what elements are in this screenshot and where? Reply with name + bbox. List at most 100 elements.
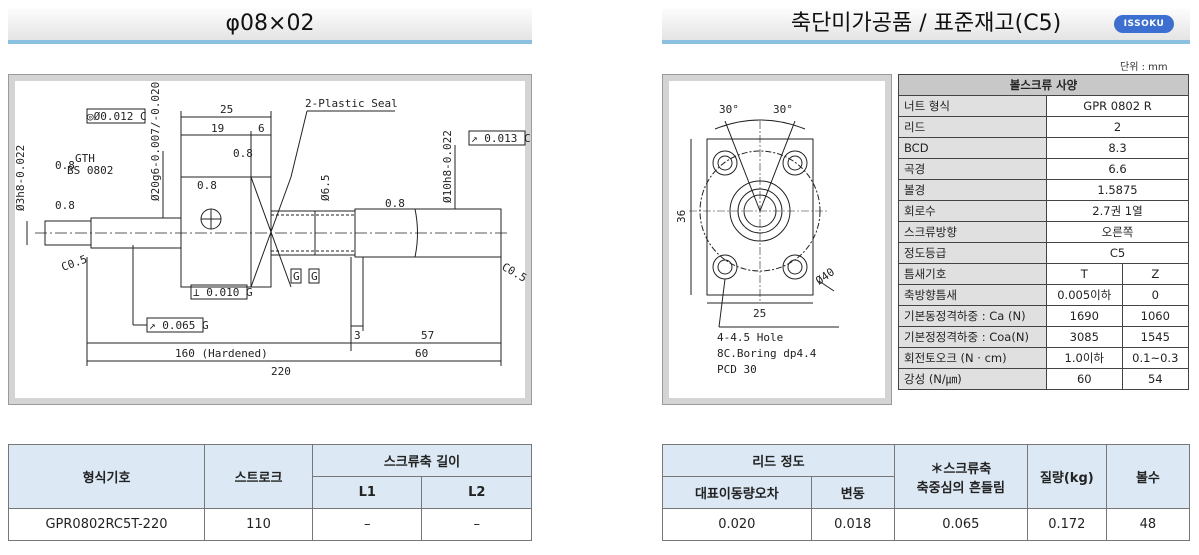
- issoku-logo: ISSOKU: [1114, 15, 1174, 33]
- header-screw-length: 스크류축 길이: [312, 444, 532, 477]
- cell-variation: 0.018: [810, 508, 895, 541]
- c05-right: C0.5: [500, 260, 529, 285]
- c05-left: C0.5: [60, 253, 89, 274]
- roughness-2: 0.8: [197, 179, 217, 192]
- header-model: 형식기호: [8, 444, 205, 509]
- cell-l1: –: [311, 508, 423, 541]
- spec-value-v1: 1690: [1046, 305, 1123, 327]
- spec-key: 회로수: [898, 200, 1047, 222]
- dim-160: 160 (Hardened): [175, 347, 268, 360]
- dim-220: 220: [271, 365, 291, 378]
- spec-value-v1: 1.0이하: [1046, 347, 1123, 369]
- spec-value: GPR 0802 R: [1046, 95, 1189, 117]
- spec-key: 기본동정격하중 : Ca (N): [898, 305, 1047, 327]
- cell-l2: –: [421, 508, 532, 541]
- dim-60: 60: [415, 347, 428, 360]
- roughness-4: 0.8: [385, 197, 405, 210]
- roughness-3: 0.8: [233, 147, 253, 160]
- spec-key: 곡경: [898, 158, 1047, 180]
- spec-key: 너트 형식: [898, 95, 1047, 117]
- roughness-5: 0.8: [55, 159, 75, 172]
- d20-label: Ø20g6-0.007/-0.020: [149, 82, 162, 201]
- spec-value-v1: T: [1046, 263, 1123, 285]
- spec-value-v1: 0.005이하: [1046, 284, 1123, 306]
- dim-25: 25: [220, 103, 233, 116]
- spec-key: BCD: [898, 137, 1047, 159]
- roughness-1: 0.8: [55, 199, 75, 212]
- dim-3: 3: [354, 329, 361, 342]
- spec-value: 오른쪽: [1046, 221, 1189, 243]
- dim-19: 19: [211, 122, 224, 135]
- header-variation: 변동: [810, 476, 895, 509]
- flange-drawing: 30° 30° 36 25 Ø40 4-4.5 Hole 8C.Boring d…: [675, 103, 839, 376]
- runout-label: ◎Ø0.012 C: [87, 110, 147, 123]
- spec-key: 틈새기호: [898, 263, 1047, 285]
- header-runout: ＊스크류축 축중심의 흔들림: [893, 444, 1028, 509]
- header-l1: L1: [311, 476, 423, 509]
- spec-value-v2: 1545: [1121, 326, 1190, 348]
- header-lead-accuracy: 리드 정도: [662, 444, 895, 477]
- spec-value: C5: [1046, 242, 1189, 264]
- dim-25: 25: [753, 307, 766, 320]
- angle-30-left: 30°: [719, 103, 739, 116]
- cell-mass: 0.172: [1026, 508, 1107, 541]
- right-header: 축단미가공품 / 표준재고(C5) ISSOKU: [662, 6, 1190, 44]
- g-label-2: G: [311, 270, 318, 283]
- unit-label: 단위 : mm: [1120, 62, 1168, 73]
- header-l2: L2: [421, 476, 532, 509]
- cell-stroke: 110: [204, 508, 313, 541]
- header-mass: 질량(kg): [1026, 444, 1107, 509]
- header-balls: 볼수: [1105, 444, 1191, 509]
- spec-title: 볼스크류 사양: [898, 74, 1189, 96]
- spec-value-v2: 54: [1121, 368, 1190, 390]
- spec-key: 강성 (N/㎛): [898, 368, 1047, 390]
- left-header: φ08×02: [8, 6, 532, 44]
- plastic-seal-label: 2-Plastic Seal: [305, 97, 398, 110]
- spec-key: 스크류방향: [898, 221, 1047, 243]
- g-label-1: G: [293, 270, 300, 283]
- boring-label: 8C.Boring dp4.4: [717, 347, 817, 360]
- header-stroke: 스트로크: [204, 444, 313, 509]
- spec-key: 회전토오크 (N · cm): [898, 347, 1047, 369]
- flange-drawing-panel: 30° 30° 36 25 Ø40 4-4.5 Hole 8C.Boring d…: [662, 74, 892, 405]
- cell-model: GPR0802RC5T-220: [8, 508, 205, 541]
- d3h8-label: Ø3h8-0.022: [14, 145, 27, 211]
- left-header-title: φ08×02: [225, 11, 315, 36]
- spec-value: 6.6: [1046, 158, 1189, 180]
- spec-key: 정도등급: [898, 242, 1047, 264]
- dim-6: 6: [258, 122, 265, 135]
- model-table: 형식기호 스트로크 스크류축 길이 L1 L2 GPR0802RC5T-220 …: [8, 444, 532, 541]
- spec-value-v2: 1060: [1121, 305, 1190, 327]
- spec-value-v2: 0: [1121, 284, 1190, 306]
- tol-065-label: ↗ 0.065 G: [149, 319, 209, 332]
- spec-value: 8.3: [1046, 137, 1189, 159]
- tol-010-label: ⊥ 0.010 G: [193, 286, 253, 299]
- spec-value: 1.5875: [1046, 179, 1189, 201]
- spec-key: 리드: [898, 116, 1047, 138]
- tol-013-label: ↗ 0.013 C: [471, 132, 531, 145]
- spec-value-v2: Z: [1121, 263, 1190, 285]
- dim-d40: Ø40: [813, 265, 837, 287]
- d65-label: Ø6.5: [319, 175, 332, 202]
- spec-value-v1: 3085: [1046, 326, 1123, 348]
- spec-value-v1: 60: [1046, 368, 1123, 390]
- spec-value: 2.7권 1열: [1046, 200, 1189, 222]
- bs-label: BS 0802: [67, 164, 113, 177]
- right-header-title: 축단미가공품 / 표준재고(C5): [790, 11, 1062, 36]
- cell-runout: 0.065: [893, 508, 1028, 541]
- shaft-drawing-panel: ◎Ø0.012 C GTH BS 0802 2-Plastic Seal 25 …: [8, 74, 532, 405]
- d10h8-label: Ø10h8-0.022: [441, 130, 454, 203]
